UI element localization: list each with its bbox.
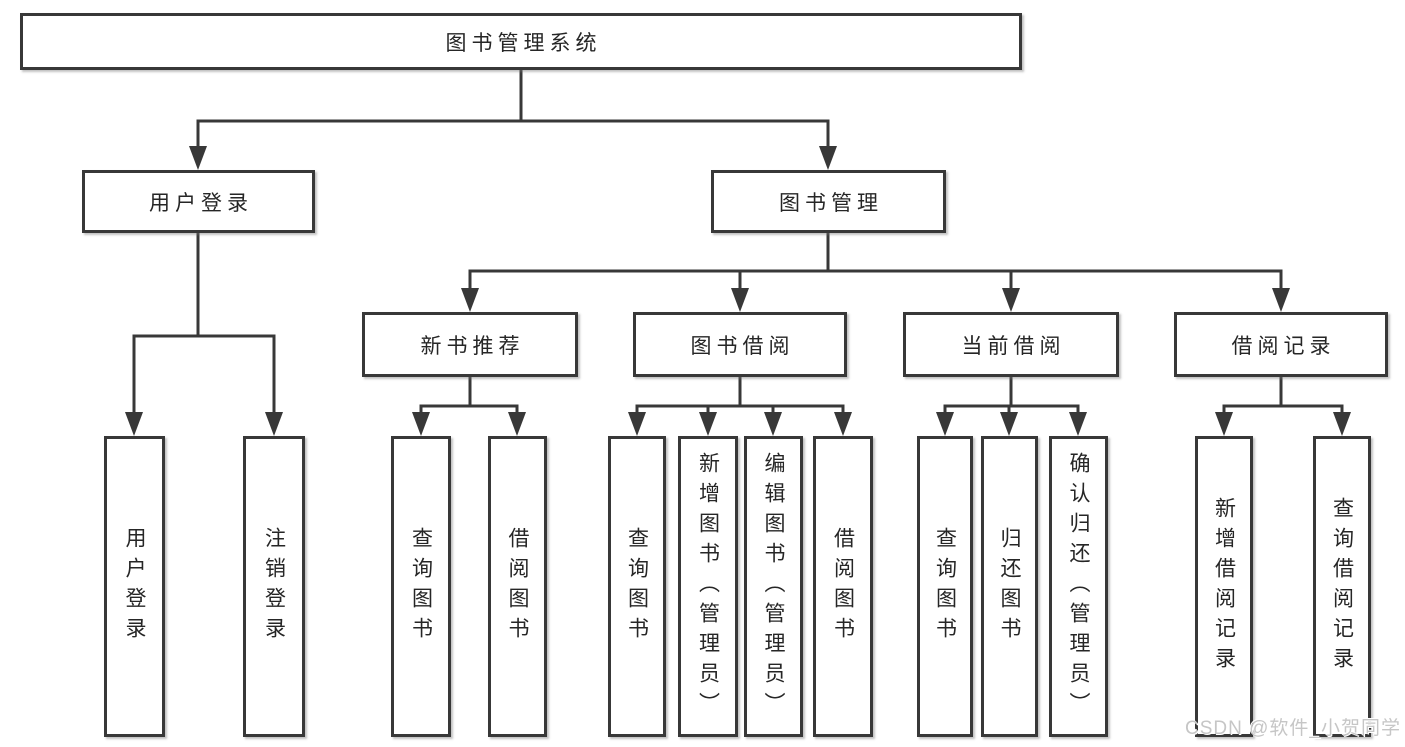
arrowhead	[1215, 412, 1233, 436]
arrowhead	[699, 412, 717, 436]
arrowhead	[1000, 412, 1018, 436]
edge-user-to-leaves	[132, 233, 276, 413]
node-borrowing-records: 借阅记录	[1174, 312, 1388, 377]
edge-mgmt-to-level3	[468, 233, 1283, 289]
leaf-borrow-books-2: 借阅图书	[813, 436, 873, 737]
arrowhead	[508, 412, 526, 436]
edge-current-to-leaves	[943, 377, 1080, 413]
arrowhead	[265, 412, 283, 436]
leaf-logout: 注销登录	[243, 436, 305, 737]
leaf-query-borrow-record: 查询借阅记录	[1313, 436, 1371, 737]
edge-records-to-leaves	[1222, 377, 1344, 413]
node-new-book-recommend: 新书推荐	[362, 312, 578, 377]
arrowhead	[834, 412, 852, 436]
arrowhead	[1272, 288, 1290, 312]
arrowhead	[1333, 412, 1351, 436]
edge-borrow-to-leaves	[635, 377, 845, 413]
node-user-login-branch: 用户登录	[82, 170, 315, 233]
arrowhead	[1069, 412, 1087, 436]
leaf-edit-book-admin: 编辑图书（管理员）	[744, 436, 803, 737]
csdn-watermark: CSDN @软件_小贺同学	[1185, 718, 1401, 739]
leaf-query-books-1: 查询图书	[391, 436, 451, 737]
leaf-add-book-admin: 新增图书（管理员）	[678, 436, 738, 737]
node-root-system: 图书管理系统	[20, 13, 1022, 70]
arrowhead	[819, 146, 837, 170]
leaf-borrow-books-1: 借阅图书	[488, 436, 547, 737]
edge-newbooks-to-leaves	[419, 377, 519, 413]
edge-root-to-level2	[196, 70, 830, 147]
leaf-query-books-3: 查询图书	[917, 436, 973, 737]
arrowheads	[125, 146, 1351, 436]
arrowhead	[125, 412, 143, 436]
arrowhead	[412, 412, 430, 436]
leaf-return-book: 归还图书	[981, 436, 1038, 737]
leaf-user-login: 用户登录	[104, 436, 165, 737]
arrowhead	[628, 412, 646, 436]
node-current-borrowing: 当前借阅	[903, 312, 1119, 377]
arrowhead	[731, 288, 749, 312]
leaf-query-books-2: 查询图书	[608, 436, 666, 737]
arrowhead	[461, 288, 479, 312]
leaf-add-borrow-record: 新增借阅记录	[1195, 436, 1253, 737]
arrowhead	[936, 412, 954, 436]
node-book-management: 图书管理	[711, 170, 946, 233]
arrowhead	[1002, 288, 1020, 312]
arrowhead	[764, 412, 782, 436]
arrowhead	[189, 146, 207, 170]
node-book-borrowing: 图书借阅	[633, 312, 847, 377]
leaf-confirm-return-admin: 确认归还（管理员）	[1049, 436, 1108, 737]
